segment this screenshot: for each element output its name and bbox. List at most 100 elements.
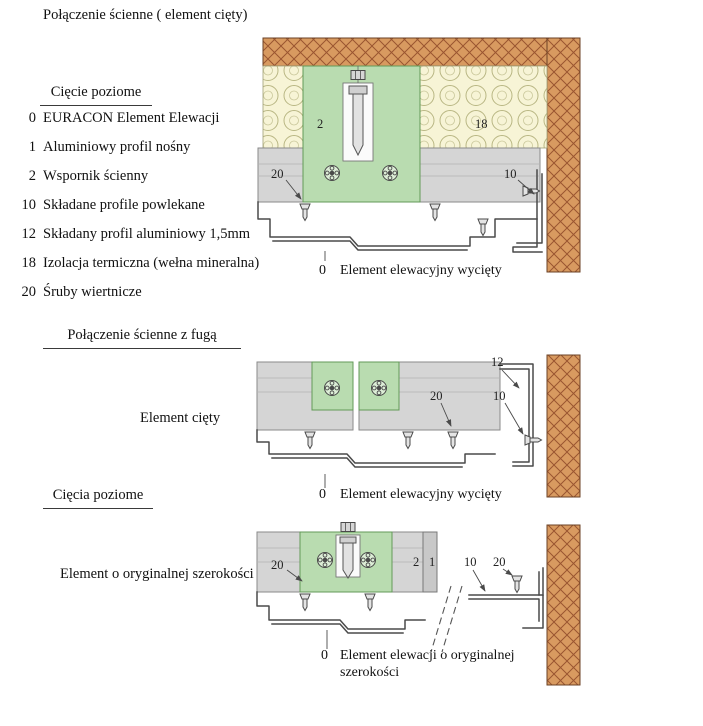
legend-item-18: 18 Izolacja termiczna (wełna mineralna) [20, 255, 260, 272]
callout-profile: 10 [493, 389, 506, 403]
legend-item-20: 20 Śruby wiertnicze [20, 284, 142, 301]
horizontal-cuts-heading: Cięcia poziome [43, 487, 153, 509]
leader-line [501, 369, 520, 389]
drill-screw-icon [477, 218, 489, 236]
fastener-icon [324, 380, 340, 396]
wall-edge-profile-inner [516, 173, 543, 244]
caption-text-line1: Element elewacji o oryginalnej [340, 648, 515, 663]
leader-line [285, 179, 302, 200]
masonry-wall-right [546, 524, 581, 686]
diagram-wall-connection-cut: 2 18 20 10 0 Element elewacyjny wycięty [255, 33, 600, 290]
aluminium-joint-profile [499, 363, 534, 467]
callout-screws-right: 20 [493, 555, 506, 569]
fastener-icon [382, 165, 398, 181]
legend-item-number: 20 [21, 284, 37, 300]
break-line [441, 585, 463, 653]
drill-screw-icon [364, 593, 376, 611]
fastener-icon [324, 165, 340, 181]
leader-line [502, 568, 513, 576]
masonry-wall-right [546, 37, 581, 273]
fastener-icon [360, 552, 376, 568]
joint-section-heading: Połączenie ścienne z fugą [43, 327, 241, 349]
legend-item-number: 12 [21, 226, 37, 242]
leader-line [286, 569, 303, 582]
legend-item-label: Izolacja termiczna (wełna mineralna) [43, 255, 260, 271]
legend-item-number: 2 [28, 168, 36, 184]
callout-bracket: 2 [317, 117, 323, 131]
drill-screw-icon [447, 431, 459, 449]
drill-screw-icon [304, 431, 316, 449]
drill-screw-icon [511, 575, 523, 593]
aluminium-carrier-profile [422, 531, 438, 593]
drill-screw-icon [402, 431, 414, 449]
original-width-label: Element o oryginalnej szerokości [60, 566, 254, 582]
folded-sheet-profile [256, 429, 496, 464]
legend-item-number: 18 [21, 255, 37, 271]
leader-line [504, 402, 524, 435]
folded-sheet-profile [256, 591, 426, 630]
diagram-original-width: 20 2 1 10 20 0 Element elewacji o orygin… [255, 518, 600, 715]
legend-item-number: 1 [28, 139, 36, 155]
masonry-wall-right [546, 354, 581, 498]
hex-bolt-icon [350, 70, 366, 80]
folded-sheet-profile-inner [271, 457, 463, 468]
legend-item-2: 2 Wspornik ścienny [20, 168, 148, 185]
drill-screw-icon [299, 593, 311, 611]
legend-item-label: EURACON Element Elewacji [43, 110, 220, 126]
caption-number: 0 [321, 648, 328, 663]
diagram1-svg: 2 18 20 10 0 Element elewacyjny wycięty [257, 37, 581, 278]
diagram-wall-connection-joint: 12 20 10 0 Element elewacyjny wycięty [255, 348, 600, 511]
legend-item-10: 10 Składane profile powlekane [20, 197, 205, 214]
legend-item-1: 1 Aluminiowy profil nośny [20, 139, 191, 156]
wall-edge-profile [512, 169, 543, 253]
diagram2-svg: 12 20 10 0 Element elewacyjny wycięty [256, 354, 581, 502]
callout-profile: 10 [464, 555, 477, 569]
callout-carrier: 1 [429, 555, 435, 569]
drill-screw-icon [299, 203, 311, 221]
drill-screw-icon [429, 203, 441, 221]
callout-profile: 10 [504, 167, 517, 181]
callout-screws: 20 [271, 167, 284, 181]
fastener-icon [317, 552, 333, 568]
fastener-icon [371, 380, 387, 396]
legend-item-label: Śruby wiertnicze [43, 284, 142, 300]
wall-edge-profile [468, 594, 544, 629]
legend-item-12: 12 Składany profil aluminiowy 1,5mm [20, 226, 251, 243]
aluminium-joint-profile-inner [499, 368, 530, 463]
leader-line [517, 179, 535, 195]
anchor-bolt-head [348, 85, 368, 95]
callout-screws-left: 20 [271, 558, 284, 572]
anchor-bolt-head [339, 536, 357, 544]
caption-number: 0 [319, 487, 326, 502]
break-line [430, 585, 452, 653]
folded-sheet-profile-inner [272, 240, 468, 251]
masonry-wall-top [262, 37, 548, 67]
legend-item-number: 0 [28, 110, 36, 126]
leader-line [440, 402, 452, 427]
legend-item-number: 10 [21, 197, 37, 213]
legend-item-label: Wspornik ścienny [43, 168, 149, 184]
callout-insulation: 18 [475, 117, 488, 131]
legend-item-label: Aluminiowy profil nośny [43, 139, 191, 155]
wall-edge-profile-inner [468, 598, 540, 622]
folded-sheet-profile-inner [271, 623, 404, 634]
legend-item-label: Składany profil aluminiowy 1,5mm [43, 226, 251, 242]
anchor-bolt [352, 92, 364, 157]
caption-text-line2: szerokości [340, 665, 399, 680]
caption-number: 0 [319, 263, 326, 278]
legend-item-label: Składane profile powlekane [43, 197, 205, 213]
caption-text: Element elewacyjny wycięty [340, 263, 502, 278]
callout-screws: 20 [430, 389, 443, 403]
page-title: Połączenie ścienne ( element cięty) [43, 7, 248, 23]
callout-alu-profile: 12 [491, 355, 504, 369]
anchor-bolt [342, 541, 354, 579]
callout-bracket: 2 [413, 555, 419, 569]
caption-text: Element elewacyjny wycięty [340, 487, 502, 502]
leader-line [472, 569, 486, 592]
cut-element-label: Element cięty [140, 410, 221, 426]
hex-bolt-icon [340, 522, 356, 532]
legend-heading: Cięcie poziome [40, 84, 152, 106]
legend-item-0: 0 EURACON Element Elewacji [20, 110, 220, 127]
diagram3-svg: 20 2 1 10 20 0 Element elewacji o orygin… [256, 522, 581, 686]
